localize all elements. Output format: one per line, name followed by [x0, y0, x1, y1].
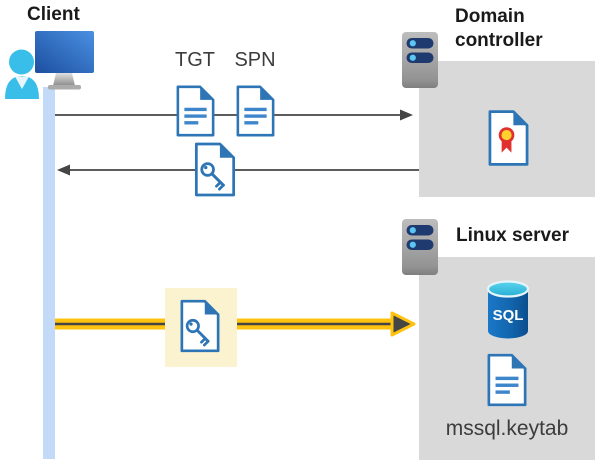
- spn-document-icon: [236, 85, 275, 137]
- tgt-document-icon: [176, 85, 215, 137]
- domain-controller-server-icon: [402, 32, 438, 88]
- client-timeline: [43, 87, 55, 459]
- client-computer-icon: [5, 31, 94, 99]
- sql-database-icon: SQL: [486, 280, 530, 339]
- certificate-icon: [488, 110, 529, 166]
- response-arrow: [57, 164, 419, 176]
- sql-icon-text: SQL: [493, 307, 524, 324]
- linux-server-label: Linux server: [456, 225, 569, 246]
- key-document-icon: [194, 142, 236, 197]
- domain-controller-label: Domain controller: [455, 6, 543, 51]
- client-label: Client: [27, 4, 80, 25]
- highlighted-key-document-icon: [180, 299, 220, 353]
- spn-label: SPN: [234, 49, 276, 71]
- tgt-label: TGT: [175, 49, 215, 71]
- linux-server-icon: [402, 219, 438, 275]
- keytab-label: mssql.keytab: [445, 417, 569, 440]
- request-arrow: [55, 109, 413, 121]
- keytab-document-icon: [487, 353, 527, 407]
